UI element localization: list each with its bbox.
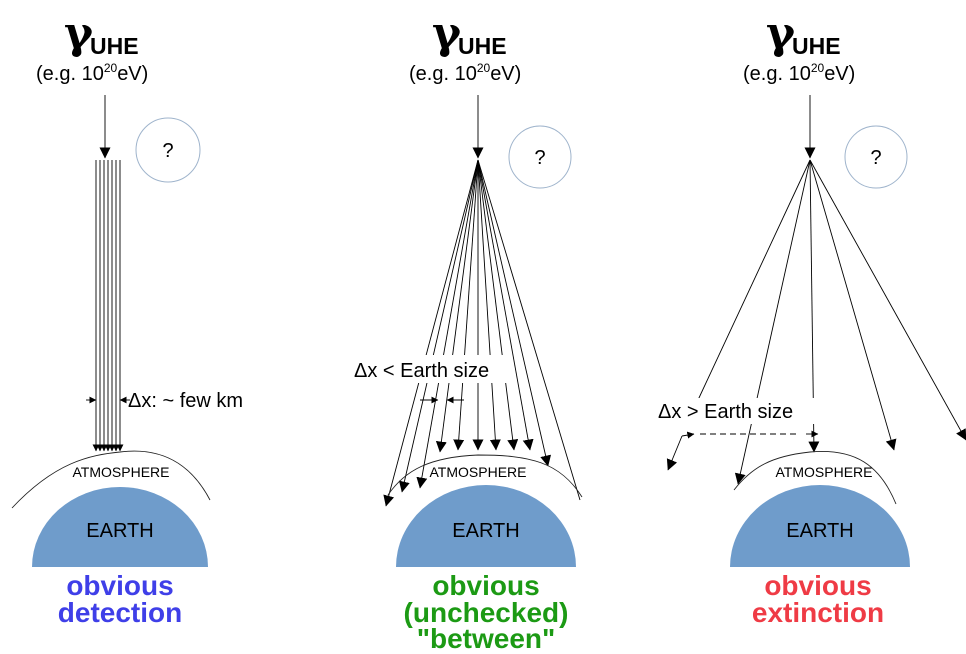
label-backdrop (656, 398, 816, 424)
energy-example: (e.g. 1020eV) (36, 61, 148, 85)
cascade-ray (383, 159, 479, 507)
cascade-ray (453, 159, 479, 451)
cascade-ray (809, 159, 897, 451)
outcome-line: extinction (752, 597, 884, 628)
cascade-rays (383, 159, 581, 507)
cascade-ray (477, 159, 501, 451)
cascade-ray (809, 159, 966, 441)
spread-label: Δx < Earth size (354, 360, 489, 382)
atmosphere-label: ATMOSPHERE (73, 464, 170, 480)
earth-dome (730, 485, 910, 567)
cascade-ray (734, 159, 811, 485)
gamma-subscript: UHE (90, 33, 139, 59)
spread-arrow-left (681, 431, 695, 439)
atmosphere-label: ATMOSPHERE (776, 464, 873, 480)
energy-exponent: 20 (811, 61, 825, 75)
cascade-ray (477, 159, 581, 501)
outcome-label: obvious (unchecked) "between" (404, 570, 569, 654)
question-mark: ? (534, 147, 545, 169)
atmosphere-boundary (733, 450, 897, 505)
energy-prefix: (e.g. 10 (409, 63, 477, 85)
cascade-ray (477, 159, 534, 451)
spread-arrow-down (666, 435, 683, 471)
gamma-subscript: UHE (458, 33, 507, 59)
earth-label: EARTH (786, 520, 853, 542)
energy-suffix: eV) (490, 63, 521, 85)
spread-label: Δx: ~ few km (128, 390, 243, 412)
panel-between: γ UHE (e.g. 1020eV) ? Δx < Earth size (352, 8, 583, 654)
cascade-rays (697, 159, 966, 485)
atmosphere-boundary (11, 450, 211, 509)
gamma-symbol: γ (64, 8, 94, 59)
question-bubble (135, 117, 201, 183)
energy-suffix: eV) (824, 63, 855, 85)
cascade-ray (477, 159, 552, 467)
energy-prefix: (e.g. 10 (36, 63, 104, 85)
photon-label: γ UHE (432, 8, 507, 59)
question-bubble (844, 125, 908, 189)
label-backdrop (432, 464, 524, 480)
spread-indicator (666, 430, 819, 471)
cascade-ray (435, 159, 479, 453)
earth-label: EARTH (452, 520, 519, 542)
question-bubble (508, 125, 572, 189)
outcome-line: obvious (764, 570, 871, 601)
gamma-symbol: γ (766, 8, 796, 59)
gamma-subscript: UHE (792, 33, 841, 59)
outcome-label: obvious detection (58, 570, 182, 628)
photon-label: γ UHE (64, 8, 139, 59)
gamma-symbol: γ (432, 8, 462, 59)
cascade-ray (697, 159, 811, 401)
energy-prefix: (e.g. 10 (743, 63, 811, 85)
earth-label: EARTH (86, 520, 153, 542)
panel-extinction: γ UHE (e.g. 1020eV) ? Δx > Earth size AT… (656, 8, 966, 628)
cascade-rays (92, 160, 124, 452)
energy-exponent: 20 (477, 61, 491, 75)
energy-example: (e.g. 1020eV) (409, 61, 521, 85)
photon-label: γ UHE (766, 8, 841, 59)
outcome-line: (unchecked) (404, 597, 569, 628)
spread-label: Δx > Earth size (658, 401, 793, 423)
panel-detection: γ UHE (e.g. 1020eV) ? Δx: ~ few km ATMOS… (11, 8, 243, 628)
earth-dome (32, 487, 208, 567)
earth-dome (396, 485, 576, 567)
outcome-line: "between" (417, 623, 556, 654)
energy-suffix: eV) (117, 63, 148, 85)
cascade-ray (416, 159, 479, 489)
question-mark: ? (162, 140, 173, 162)
cascade-ray (398, 159, 479, 493)
outcome-line: detection (58, 597, 182, 628)
cascade-ray (477, 159, 519, 451)
outcome-line: obvious (66, 570, 173, 601)
question-mark: ? (870, 147, 881, 169)
energy-exponent: 20 (104, 61, 118, 75)
label-backdrop (352, 355, 512, 383)
outcome-label: obvious extinction (752, 570, 884, 628)
atmosphere-boundary (387, 454, 583, 498)
energy-example: (e.g. 1020eV) (743, 61, 855, 85)
atmosphere-label: ATMOSPHERE (430, 464, 527, 480)
outcome-line: obvious (432, 570, 539, 601)
